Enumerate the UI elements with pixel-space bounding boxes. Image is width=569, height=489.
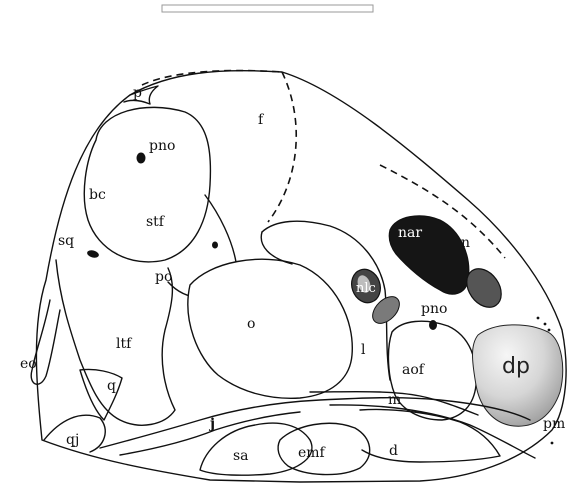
label-qj: qj [66,432,79,448]
label-pno-upper: pno [149,138,175,154]
label-nar: nar [398,225,422,241]
scale-bar [162,5,373,12]
label-eo: eo [20,356,37,372]
label-stf: stf [146,214,166,230]
label-nlc: nlc [356,281,376,296]
label-dp: dp [502,354,530,379]
pno-foramen-lower [429,320,437,330]
label-p: p [133,85,142,101]
pno-foramen-upper [137,153,146,164]
label-m: m [388,392,401,408]
label-pm: pm [543,416,565,432]
dot-4 [551,442,554,445]
label-d: d [389,443,398,459]
supratemporal-fenestra [84,107,210,262]
dot-3 [548,329,551,332]
label-q: q [107,378,116,394]
label-sa: sa [233,448,249,464]
label-pno-lower: pno [421,301,447,317]
label-sq: sq [58,233,74,249]
label-ltf: ltf [116,336,133,352]
label-po: po [155,269,172,285]
po-foramen [212,242,218,249]
dot-2 [544,323,547,326]
label-n: n [461,235,470,251]
label-o: o [247,316,255,332]
label-bc: bc [89,187,106,203]
label-j: j [208,416,215,432]
dot-1 [537,317,540,320]
label-l: l [361,342,366,358]
label-aof: aof [402,362,426,378]
label-emf: emf [298,445,327,461]
